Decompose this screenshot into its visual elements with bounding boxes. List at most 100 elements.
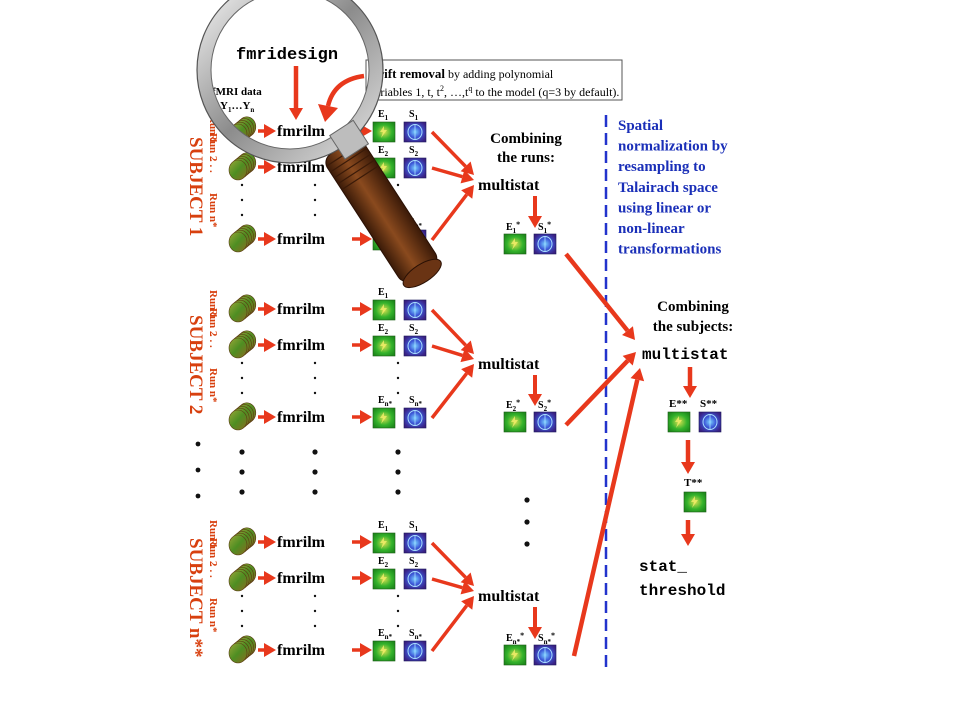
subject-2-sd-tile-3 [403,407,427,429]
subject-2-combined-effect-label: E2* [506,398,520,413]
subject-1-arrow-to-fmrilm-2 [258,160,276,174]
drift-note-line1: Drift removal by adding polynomial [369,66,554,81]
spatial-note-line-2: normalization by [618,139,728,155]
drift-note-line2: variables 1, t, t2, …,tq to the model (q… [369,84,619,99]
subject-2-multistat: multistat [478,356,540,373]
subject-3-effect-label-3: En* [378,628,393,641]
subject-3-run-label-3: . . . [207,564,219,578]
subject-2-effect-tile-3 [372,407,396,429]
subject-3-sd-tile-2 [403,568,427,590]
subject-1-run-labels: Run 1Run 2. . .Run n* [207,115,219,228]
t-double-star-label: T** [684,477,703,489]
magnifier-neck [329,119,370,160]
group-t-stat-tile [683,491,707,513]
stat-threshold-line1: stat_ [639,558,687,576]
combining-subjects-line2: the subjects: [653,319,733,335]
subject-3-fmrilm-1: fmrilm [277,534,326,551]
subject-3-run-labels: Run 1Run 2. . .Run n* [207,520,219,633]
subject-1-dots-fmrilm [313,183,317,217]
subject-3-arrow-to-tiles-2 [352,571,372,585]
arrow-subject-n-to-group [571,368,645,657]
subject-1-sd-label-1: S1 [409,109,419,122]
group-sd-tile [698,411,722,433]
subject-1-effect-tile-1 [372,121,396,143]
subject-3-sd-label-2: S2 [409,556,419,569]
between-subjects-dots-tiles [395,449,401,495]
subject-2-arrow-to-tiles-2 [352,338,372,352]
subject-3-sd-label-3: Sn* [409,628,422,641]
subject-1-arrow-to-tiles-3 [352,232,372,246]
subject-2-arrow-to-tiles-1 [352,302,372,316]
magnifier-handle [325,138,442,289]
subject-2-arrow-to-fmrilm-1 [258,302,276,316]
subject-2-combined-effect-tile [503,411,527,433]
e-double-star-label: E** [669,398,688,410]
subject-2-arrow-to-fmrilm-3 [258,410,276,424]
subject-3-arrow-to-multistat-2 [431,577,474,595]
subject-3-effect-tile-1 [372,532,396,554]
subject-2-effect-label-3: En* [378,395,393,408]
subject-1-brain-stack-2 [228,152,257,181]
subject-1-sd-label-2: S2 [409,145,419,158]
subject-2-run-label-3: . . . [207,334,219,348]
subject-3-brain-stack-3 [228,635,257,664]
spatial-note-line-7: transformations [618,242,721,258]
subject-1-arrow-to-fmrilm-1 [258,124,276,138]
between-subjects-dots-fmrilm [312,449,318,495]
subject-3-arrow-to-fmrilm-1 [258,535,276,549]
subject-3-sd-label-1: S1 [409,520,419,533]
subject-1-multistat: multistat [478,177,540,194]
subject-2-run-label-2: Run 2 [207,308,219,337]
subject-1-sd-tile-1 [403,121,427,143]
subject-1-run-label-2: Run 2 [207,133,219,162]
subject-1-brain-stack-3 [228,224,257,253]
combining-runs-line1: Combining [490,131,562,147]
subject-1-dots-brain [240,183,244,217]
subject-2-run-label-4: Run n* [207,368,219,403]
arrow-group-multistat-out [683,367,697,398]
subject-2-effect-tile-2 [372,335,396,357]
between-subjects-dots-labels [195,441,201,499]
subject-3-effect-tile-3 [372,640,396,662]
subject-3-run-label-2: Run 2 [207,538,219,567]
subject-2-sd-tile-1 [403,299,427,321]
arrow-fmridesign-to-fmrilm [289,66,303,120]
subject-1-arrow-to-multistat-3 [430,185,474,242]
arrow-subject-2-to-group [564,352,636,427]
subject-1-run-label-4: Run n* [207,193,219,228]
subject-2-label: SUBJECT 2 [185,315,206,414]
spatial-note-line-3: resampling to [618,159,706,175]
subject-3-dots-brain [240,594,244,628]
combining-subjects-line1: Combining [657,299,729,315]
subject-2-sd-label-2: S2 [409,323,419,336]
subject-3-effect-label-1: E1 [378,520,389,533]
subject-1-fmrilm-3: fmrilm [277,231,326,248]
subject-1-combined-sd-label: S1* [538,220,551,235]
subject-3-multistat: multistat [478,588,540,605]
subject-2-fmrilm-2: fmrilm [277,337,326,354]
subject-2-effect-label-2: E2 [378,323,389,336]
magnifier-rim [197,0,383,163]
arrow-to-stat-threshold [681,520,695,546]
subject-1-effect-label-1: E1 [378,109,389,122]
subject-2-brain-stack-2 [228,330,257,359]
subject-2-fmrilm-1: fmrilm [277,301,326,318]
subject-3-run-label-1: Run 1 [207,520,219,548]
subject-1-combined-effect-label: E1* [506,220,520,235]
between-subjects-dots-brain [239,449,245,495]
spatial-note-line-5: using linear or [618,200,711,216]
subject-2-dots-fmrilm [313,361,317,395]
subject-2-arrow-to-multistat-1 [430,308,474,354]
subject-3-effect-label-2: E2 [378,556,389,569]
fmri-data-label: fMRI data [212,86,262,98]
subject-3-arrow-to-fmrilm-3 [258,643,276,657]
subject-3-arrow-to-multistat-3 [430,596,474,653]
subject-3-label: SUBJECT n** [185,538,206,658]
subject-2-effect-tile-1 [372,299,396,321]
subject-1-arrow-multistat-out [528,196,542,228]
spatial-note-line-6: non-linear [618,221,685,237]
arrow-drift-to-fmrilm [318,73,365,122]
